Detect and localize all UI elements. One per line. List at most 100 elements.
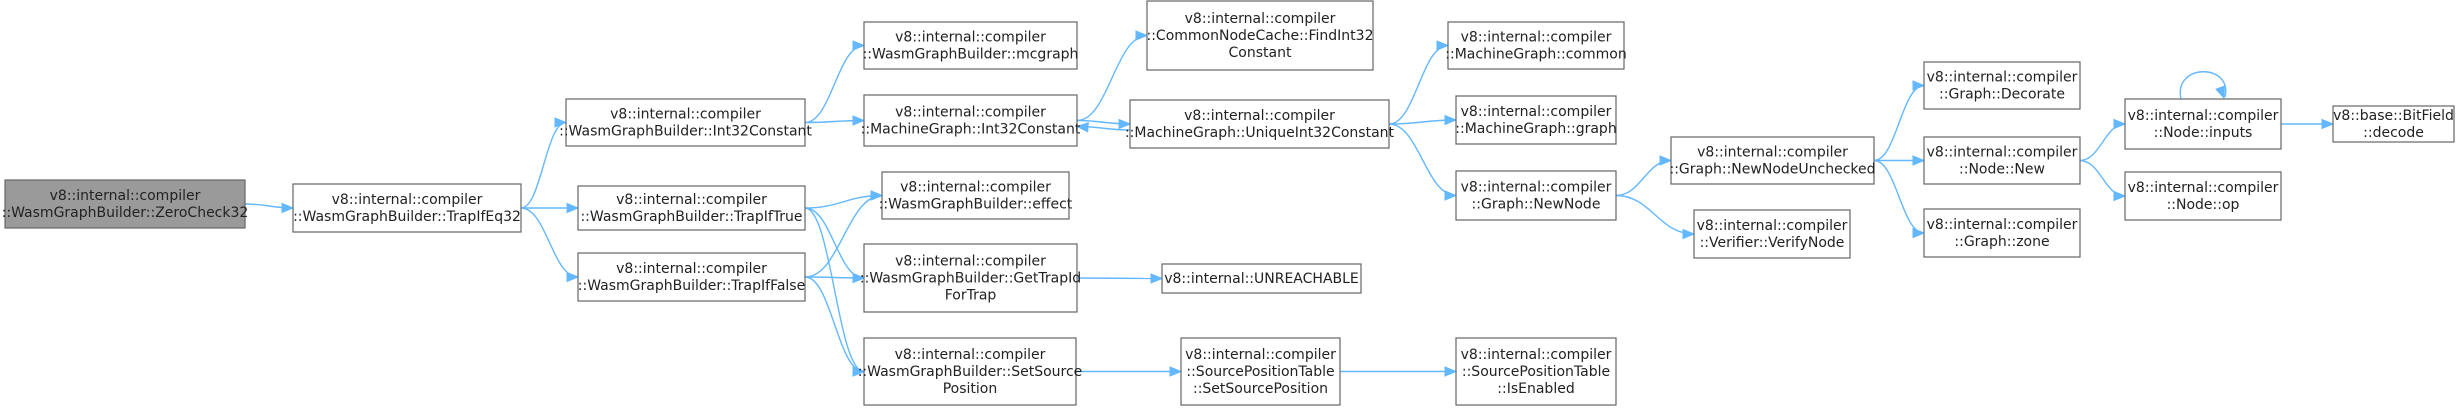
node-unreachable[interactable]: v8::internal::UNREACHABLE bbox=[1161, 263, 1362, 294]
node-trapiftrue[interactable]: v8::internal::compiler::WasmGraphBuilder… bbox=[577, 185, 806, 231]
node-gettrapid[interactable]: v8::internal::compiler::WasmGraphBuilder… bbox=[860, 243, 1081, 313]
node-label: v8::internal::compiler bbox=[2128, 108, 2279, 124]
node-effect[interactable]: v8::internal::compiler::WasmGraphBuilder… bbox=[879, 171, 1073, 220]
node-label: v8::internal::compiler bbox=[2128, 180, 2279, 196]
node-label: v8::internal::compiler bbox=[1184, 108, 1335, 124]
node-label: ::Graph::NewNodeUnchecked bbox=[1670, 162, 1876, 178]
edge-line bbox=[1873, 159, 1925, 234]
edge-uniqueint32-to-graph bbox=[1388, 114, 1458, 126]
node-label: ::SourcePositionTable bbox=[1186, 364, 1334, 380]
edge-line bbox=[804, 207, 865, 373]
edge-arrowhead bbox=[2215, 85, 2225, 100]
node-label: v8::internal::compiler bbox=[895, 105, 1046, 121]
node-mg-int32const[interactable]: v8::internal::compiler::MachineGraph::In… bbox=[861, 94, 1081, 147]
node-label: v8::internal::compiler bbox=[1927, 217, 2078, 233]
node-label: ::WasmGraphBuilder::TrapIfTrue bbox=[580, 209, 802, 225]
node-isenabled[interactable]: v8::internal::compiler::SourcePositionTa… bbox=[1455, 337, 1617, 406]
edge-arrowhead bbox=[1135, 30, 1149, 41]
edge-arrowhead bbox=[1912, 155, 1926, 166]
node-setsourcepos[interactable]: v8::internal::compiler::WasmGraphBuilder… bbox=[858, 337, 1083, 406]
edge-arrowhead bbox=[852, 40, 866, 51]
edge-line bbox=[1388, 44, 1449, 125]
edge-line bbox=[1388, 123, 1457, 197]
node-findint32[interactable]: v8::internal::compiler::CommonNodeCache:… bbox=[1146, 0, 1374, 71]
edge-newnodeunchecked-to-decorate bbox=[1873, 80, 1926, 162]
node-uniqueint32[interactable]: v8::internal::compiler::MachineGraph::Un… bbox=[1125, 99, 1395, 149]
node-graph[interactable]: v8::internal::compiler::MachineGraph::gr… bbox=[1455, 95, 1617, 145]
node-spt-setsourcepos[interactable]: v8::internal::compiler::SourcePositionTa… bbox=[1180, 337, 1341, 406]
node-op[interactable]: v8::internal::compiler::Node::op bbox=[2124, 171, 2282, 221]
edge-line bbox=[1615, 194, 1695, 235]
edge-arrowhead bbox=[852, 366, 866, 377]
edge-line bbox=[520, 121, 567, 209]
edge-mg-int32const-to-findint32 bbox=[1076, 30, 1149, 122]
node-bitfield[interactable]: v8::base::BitField::decode bbox=[2332, 105, 2455, 143]
edge-spt-setsourcepos-to-isenabled bbox=[1340, 366, 1458, 377]
edge-arrowhead bbox=[281, 202, 295, 214]
node-mcgraph[interactable]: v8::internal::compiler::WasmGraphBuilder… bbox=[863, 21, 1079, 70]
node-zone[interactable]: v8::internal::compiler::Graph::zone bbox=[1923, 208, 2081, 258]
edge-line bbox=[1076, 277, 1163, 280]
node-label: v8::internal::compiler bbox=[895, 347, 1046, 363]
node-box bbox=[863, 21, 1078, 70]
edge-arrowhead bbox=[1150, 273, 1164, 284]
node-newnode[interactable]: v8::internal::compiler::Graph::NewNode bbox=[1455, 170, 1617, 221]
node-label: v8::internal::compiler bbox=[895, 254, 1046, 270]
node-label: ::MachineGraph::graph bbox=[1455, 121, 1616, 137]
node-box bbox=[2124, 171, 2282, 221]
node-box bbox=[863, 337, 1077, 406]
edge-trapifeq-to-int32const bbox=[520, 117, 568, 209]
node-decorate[interactable]: v8::internal::compiler::Graph::Decorate bbox=[1923, 61, 2081, 110]
node-nodenew[interactable]: v8::internal::compiler::Node::New bbox=[1923, 136, 2081, 185]
node-label: ::Node::op bbox=[2167, 197, 2240, 213]
node-verifynode[interactable]: v8::internal::compiler::Verifier::Verify… bbox=[1693, 209, 1851, 259]
edge-zerocheck-to-trapifeq bbox=[244, 202, 295, 214]
node-label: ::WasmGraphBuilder::Int32Constant bbox=[559, 124, 812, 140]
edge-uniqueint32-to-common bbox=[1388, 40, 1450, 125]
node-zerocheck[interactable]: v8::internal::compiler::WasmGraphBuilder… bbox=[2, 179, 249, 229]
node-newnodeunchecked[interactable]: v8::internal::compiler::Graph::NewNodeUn… bbox=[1670, 136, 1876, 185]
edge-line bbox=[804, 207, 865, 279]
node-inputs[interactable]: v8::internal::compiler::Node::inputs bbox=[2124, 98, 2282, 150]
node-trapifeq[interactable]: v8::internal::compiler::WasmGraphBuilder… bbox=[292, 183, 522, 233]
node-label: ::WasmGraphBuilder::effect bbox=[879, 197, 1073, 213]
node-label: v8::internal::compiler bbox=[900, 180, 1051, 196]
node-label: v8::base::BitField bbox=[2333, 108, 2454, 124]
node-label: ::SetSourcePosition bbox=[1193, 381, 1328, 397]
node-label: v8::internal::compiler bbox=[332, 192, 483, 208]
node-label: ::MachineGraph::UniqueInt32Constant bbox=[1125, 125, 1395, 141]
node-label: v8::internal::compiler bbox=[1185, 11, 1336, 27]
node-label: v8::internal::compiler bbox=[1927, 70, 2078, 86]
edge-setsourcepos-to-spt-setsourcepos bbox=[1076, 366, 1183, 377]
node-box bbox=[2124, 98, 2282, 150]
node-label: v8::internal::compiler bbox=[1461, 347, 1612, 363]
node-label: ::IsEnabled bbox=[1497, 381, 1574, 397]
edge-arrowhead bbox=[1659, 155, 1673, 166]
node-label: v8::internal::compiler bbox=[1461, 30, 1612, 46]
node-label: v8::internal::compiler bbox=[895, 30, 1046, 46]
node-label: ::Graph::zone bbox=[1954, 234, 2049, 250]
edge-newnode-to-verifynode bbox=[1615, 194, 1696, 240]
node-int32const[interactable]: v8::internal::compiler::WasmGraphBuilder… bbox=[559, 98, 812, 147]
node-label: v8::internal::compiler bbox=[1185, 347, 1336, 363]
node-box bbox=[1180, 337, 1341, 406]
edge-arrowhead bbox=[1444, 190, 1458, 201]
node-label: ::MachineGraph::common bbox=[1445, 47, 1626, 63]
edge-uniqueint32-to-newnode bbox=[1388, 123, 1458, 201]
node-box bbox=[1923, 136, 2081, 185]
node-label: ::WasmGraphBuilder::mcgraph bbox=[863, 47, 1079, 63]
edge-arrowhead bbox=[2321, 118, 2335, 130]
edge-mg-int32const-to-uniqueint32 bbox=[1076, 118, 1132, 130]
node-box bbox=[1923, 61, 2081, 110]
edge-line bbox=[804, 194, 883, 209]
edge-int32const-to-mg-int32const bbox=[804, 115, 866, 126]
edge-arrowhead bbox=[2113, 190, 2127, 202]
node-box bbox=[1670, 136, 1875, 185]
node-common[interactable]: v8::internal::compiler::MachineGraph::co… bbox=[1445, 21, 1627, 70]
edge-newnode-to-newnodeunchecked bbox=[1615, 155, 1673, 197]
node-box bbox=[1693, 209, 1851, 259]
node-trapiffalse[interactable]: v8::internal::compiler::WasmGraphBuilder… bbox=[577, 252, 806, 302]
node-box bbox=[1146, 0, 1374, 71]
edge-line bbox=[2079, 123, 2126, 162]
node-box bbox=[1455, 170, 1617, 221]
